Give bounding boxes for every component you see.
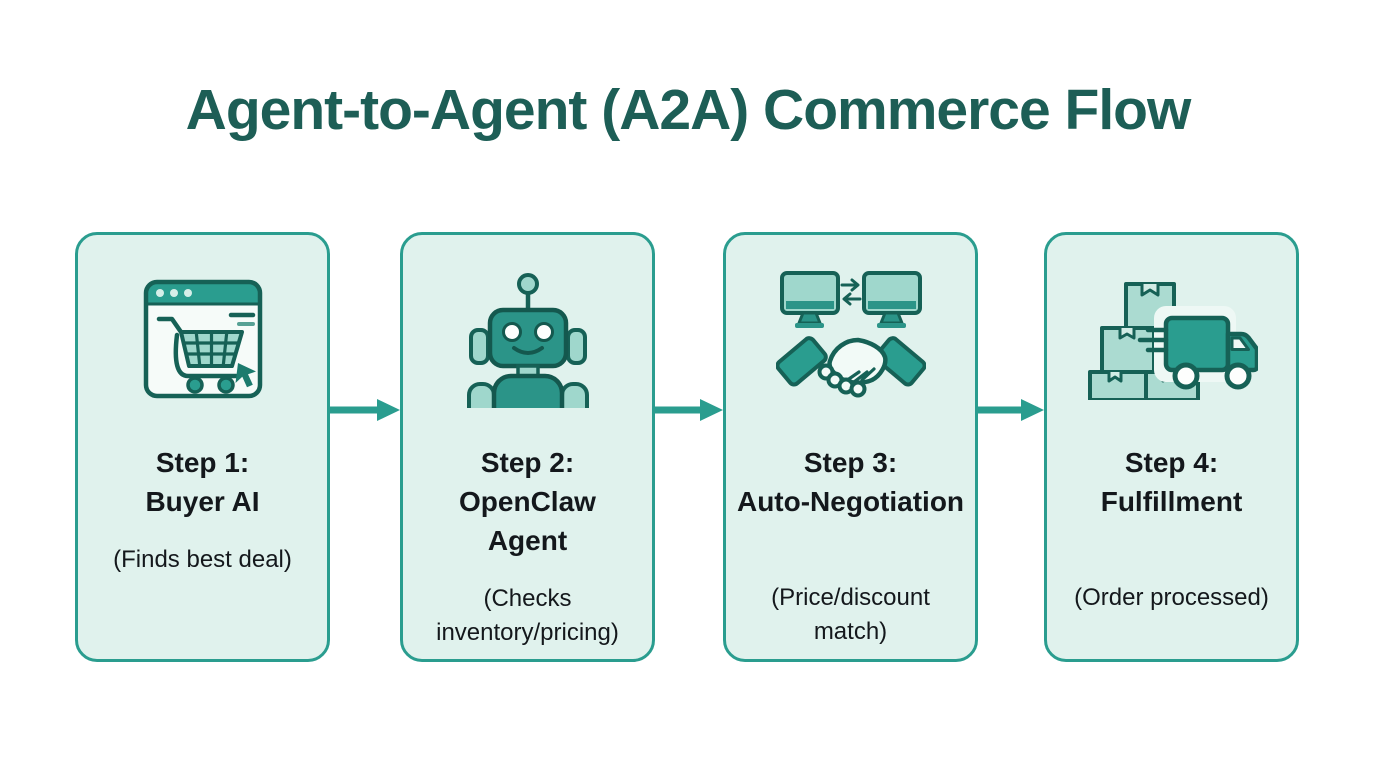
step-3-name: Auto-Negotiation <box>736 486 965 517</box>
step-4-label: Step 4: <box>1124 447 1219 478</box>
flow-arrow-icon <box>655 399 723 421</box>
step-4-subtitle: (Order processed) <box>1074 584 1269 611</box>
step-2-name: OpenClaw Agent <box>459 486 596 556</box>
step-2-title: Step 2: OpenClaw Agent <box>403 443 652 560</box>
step-4-icon-area <box>1047 235 1296 443</box>
negotiation-handshake-icon <box>775 271 926 398</box>
shopping-cart-browser-icon <box>143 279 262 399</box>
step-3-label: Step 3: <box>803 447 898 478</box>
step-3-title: Step 3: Auto-Negotiation <box>726 443 975 521</box>
flow-container: Step 1: Buyer AI (Finds best deal) <box>75 232 1299 662</box>
step-2-subtitle: (Checks inventory/pricing) <box>436 585 619 646</box>
step-1-label: Step 1: <box>155 447 250 478</box>
flow-arrow-icon <box>978 399 1044 421</box>
robot-agent-icon <box>466 273 589 408</box>
step-card-3: Step 3: Auto-Negotiation (Price/discount… <box>723 232 978 662</box>
delivery-boxes-truck-icon <box>1087 282 1258 400</box>
step-1-title: Step 1: Buyer AI <box>78 443 327 521</box>
step-3-icon-area <box>726 235 975 443</box>
flow-arrow-icon <box>330 399 400 421</box>
step-3-subtitle: (Price/discount match) <box>771 584 930 645</box>
page-title: Agent-to-Agent (A2A) Commerce Flow <box>185 78 1192 142</box>
step-4-name: Fulfillment <box>1100 486 1243 517</box>
step-2-label: Step 2: <box>480 447 575 478</box>
step-1-icon-area <box>78 235 327 443</box>
step-4-title: Step 4: Fulfillment <box>1047 443 1296 521</box>
step-1-name: Buyer AI <box>145 486 260 517</box>
step-1-subtitle: (Finds best deal) <box>113 546 292 573</box>
step-card-2: Step 2: OpenClaw Agent (Checks inventory… <box>400 232 655 662</box>
step-2-icon-area <box>403 235 652 443</box>
step-card-1: Step 1: Buyer AI (Finds best deal) <box>75 232 330 662</box>
step-card-4: Step 4: Fulfillment (Order processed) <box>1044 232 1299 662</box>
